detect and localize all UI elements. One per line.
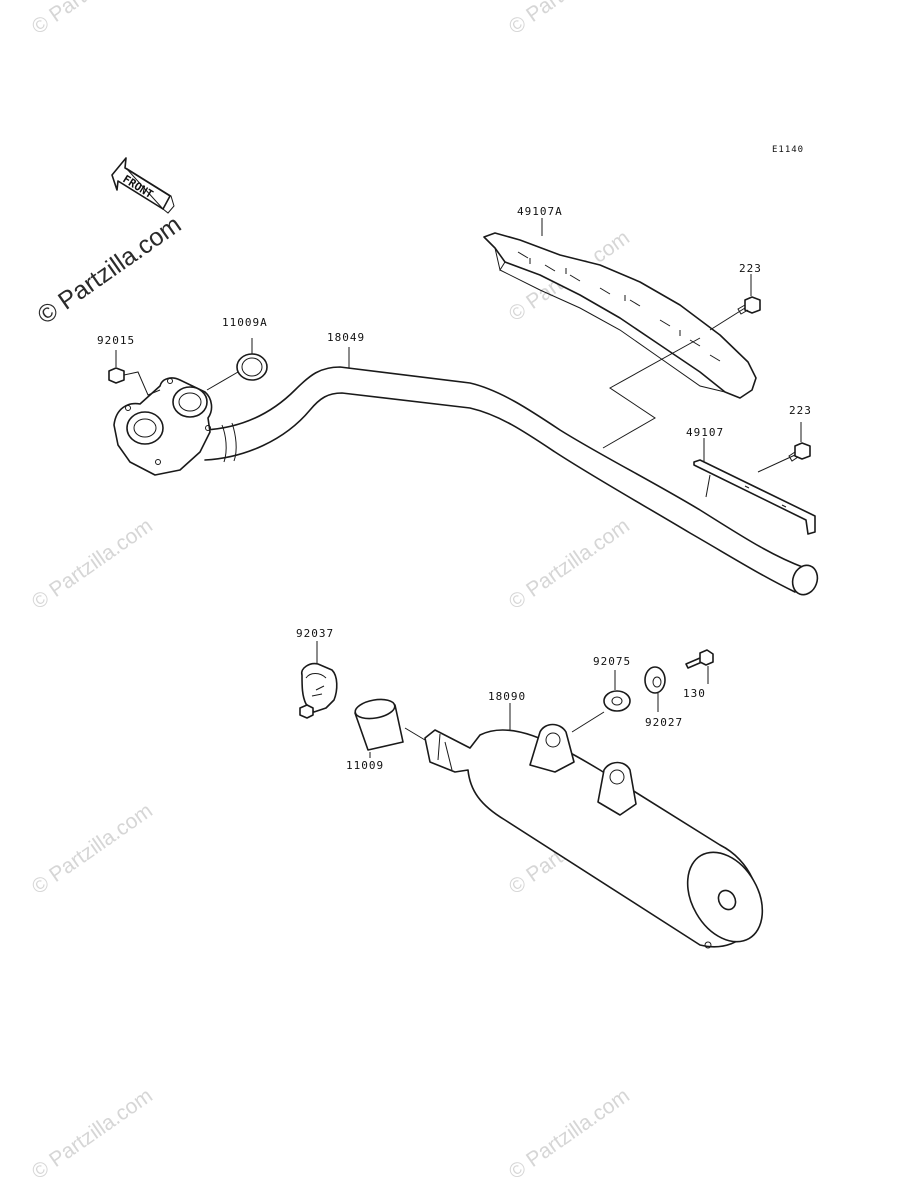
sleeve-11009 [354,698,426,758]
label-49107a: 49107A [517,205,563,218]
exhaust-pipe-18049 [204,366,819,596]
label-223-lower: 223 [789,404,812,417]
label-11009: 11009 [346,759,384,772]
watermark: © Partzilla.com [28,799,157,899]
washer-92027 [644,666,666,712]
watermark: © Partzilla.com [505,1084,634,1184]
bolt-223-lower [757,422,811,473]
label-130: 130 [683,687,706,700]
grommet-92075 [571,670,631,733]
drawing-code: E1140 [772,145,804,155]
front-arrow-icon: FRONT [111,157,175,214]
label-11009a: 11009A [222,316,268,329]
watermark: © Partzilla.com [505,514,634,614]
label-92027: 92027 [645,716,683,729]
label-49107: 49107 [686,426,724,439]
watermark: © Partzilla.com [28,514,157,614]
label-92037: 92037 [296,627,334,640]
label-223-upper: 223 [739,262,762,275]
watermark: © Partzilla.com [28,0,157,39]
clamp-92037 [299,641,338,719]
watermark-main: © Partzilla.com [32,210,186,330]
heat-guard-49107 [693,459,816,535]
label-92075: 92075 [593,655,631,668]
muffler-18090 [424,703,764,949]
label-92015: 92015 [97,334,135,347]
heat-guard-49107a [483,232,757,399]
pipe-leaders [348,218,711,498]
label-18049: 18049 [327,331,365,344]
label-18090: 18090 [488,690,526,703]
part-labels: 49107A 223 223 49107 92015 11009A 18049 … [97,205,812,772]
bolt-223-upper [709,274,761,331]
gasket-11009a [206,338,268,391]
nut-92015 [108,350,161,396]
watermark: © Partzilla.com [505,0,634,39]
watermark: © Partzilla.com [28,1084,157,1184]
exhaust-header-flanges [113,377,213,476]
bolt-130 [685,649,714,684]
